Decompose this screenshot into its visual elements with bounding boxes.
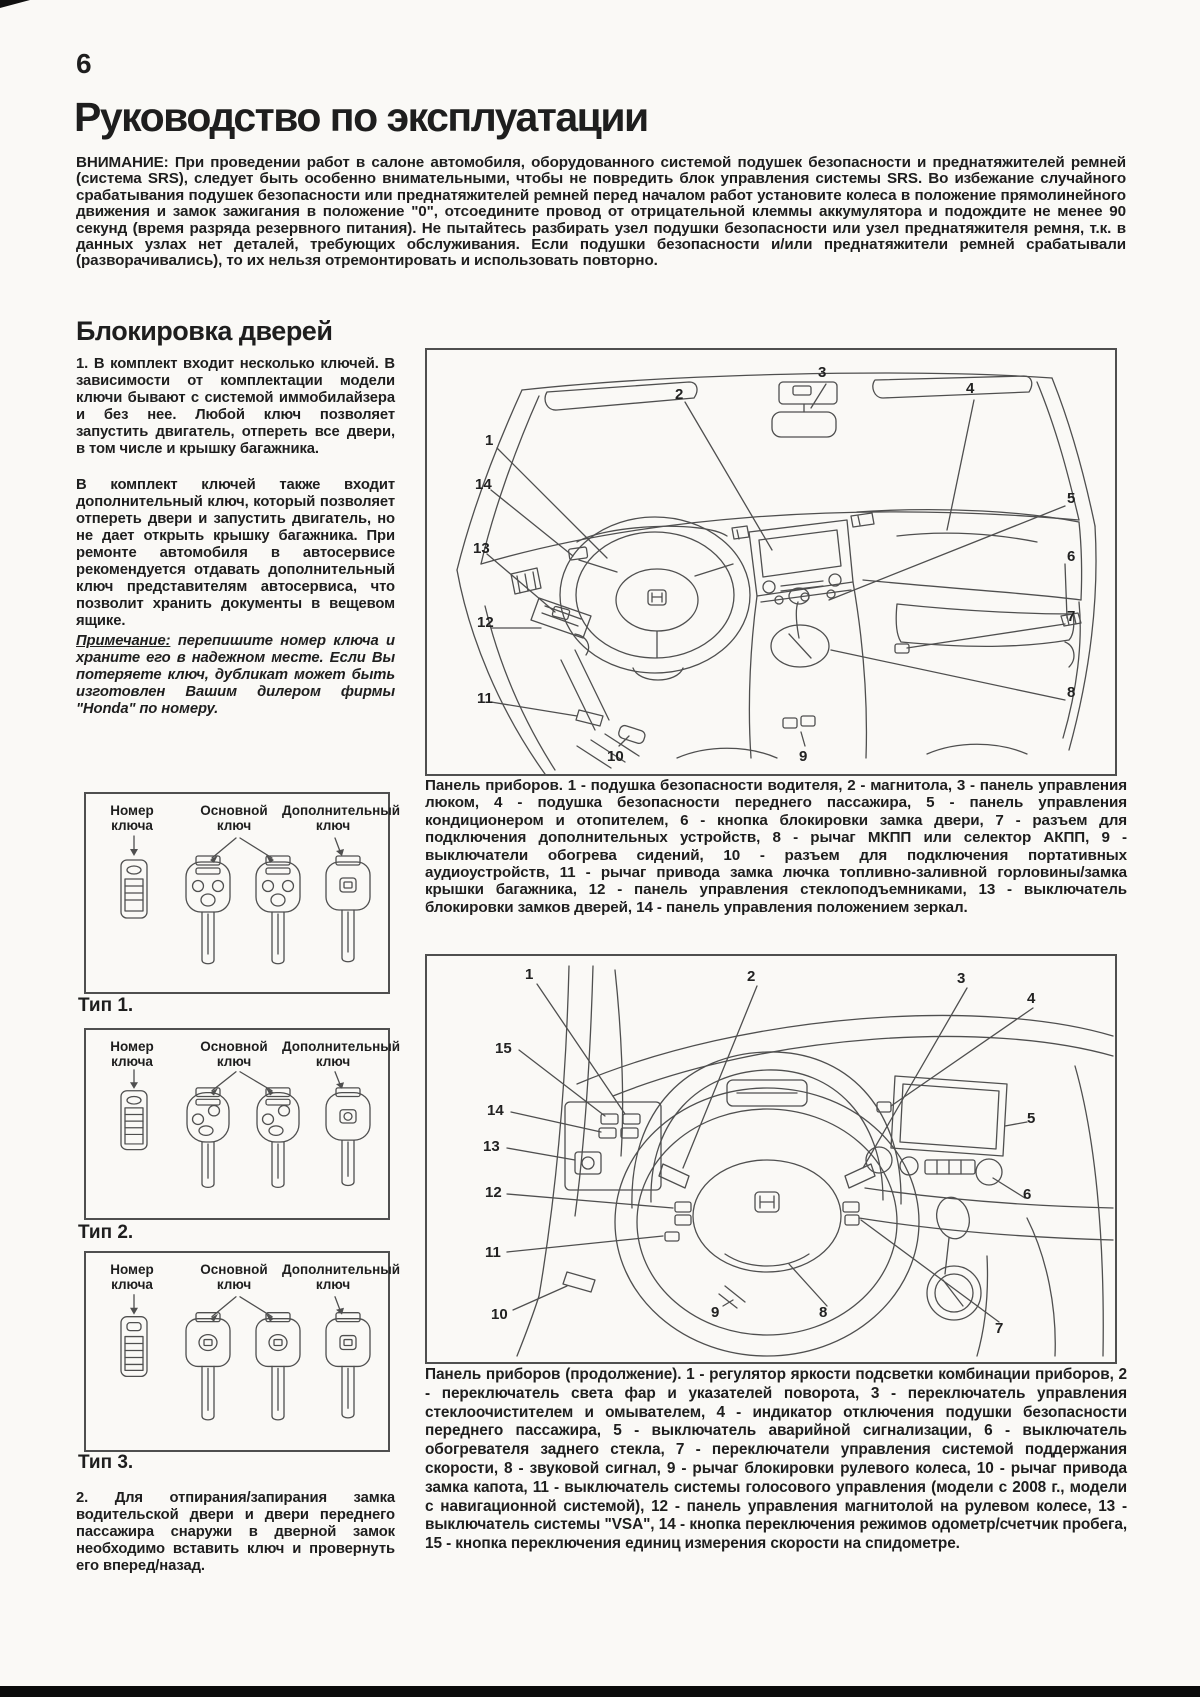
callout-2: 2 <box>675 386 684 403</box>
key-number-label: Номер ключа <box>110 1262 154 1292</box>
callout-6: 6 <box>1023 1186 1032 1203</box>
extra-key-label: Дополнительный ключ <box>282 1262 401 1292</box>
warning-paragraph: ВНИМАНИЕ: При проведении работ в салоне … <box>76 154 1126 270</box>
key-set-illustration-type3 <box>120 1294 371 1421</box>
callout-5: 5 <box>1027 1110 1036 1127</box>
callout-8: 8 <box>819 1304 828 1321</box>
steering-diagram: 1 2 3 4 5 6 7 8 9 10 11 12 13 14 15 <box>425 954 1117 1364</box>
note-paragraph: Примечание: перепишите номер ключа и хра… <box>76 633 395 718</box>
callout-7: 7 <box>995 1320 1004 1337</box>
note-label: Примечание: <box>76 633 171 649</box>
callout-14: 14 <box>475 476 492 493</box>
diagram2-caption: Панель приборов (продолжение). 1 - регул… <box>425 1366 1127 1553</box>
callout-9: 9 <box>799 748 808 765</box>
diagram1-caption: Панель приборов. 1 - подушка безопасност… <box>425 777 1127 916</box>
callout-11: 11 <box>477 690 493 707</box>
callout-15: 15 <box>495 1040 512 1057</box>
callout-9: 9 <box>711 1304 720 1321</box>
paragraph-keys-2: В комплект ключей также входит дополните… <box>76 477 395 629</box>
main-key-label: Основной ключ <box>200 1262 268 1292</box>
section-heading: Блокировка дверей <box>76 316 333 346</box>
callout-12: 12 <box>477 614 494 631</box>
callout-8: 8 <box>1067 684 1076 701</box>
callout-12: 12 <box>485 1184 502 1201</box>
callout-5: 5 <box>1067 490 1076 507</box>
key-set-illustration-type1 <box>120 835 371 965</box>
callout-13: 13 <box>473 540 490 557</box>
key-number-label: Номер ключа <box>110 1039 154 1069</box>
callout-1: 1 <box>485 432 494 449</box>
note-body: перепишите номер ключа и храните его в н… <box>76 633 395 717</box>
callout-10: 10 <box>491 1306 508 1323</box>
main-key-label: Основной ключ <box>200 1039 268 1069</box>
callout-3: 3 <box>818 364 827 381</box>
callout-3: 3 <box>957 970 966 987</box>
paragraph-keys-1: 1. В комплект входит несколько ключей. В… <box>76 356 395 457</box>
callout-1: 1 <box>525 966 534 983</box>
steering-wheel-line-art <box>506 965 1114 1357</box>
callout-14: 14 <box>487 1102 504 1119</box>
callout-2: 2 <box>747 968 756 985</box>
callout-11: 11 <box>485 1244 501 1261</box>
main-key-label: Основной ключ <box>200 803 268 833</box>
callout-6: 6 <box>1067 548 1076 565</box>
callout-4: 4 <box>1027 990 1036 1007</box>
key-set-illustration-type2 <box>120 1069 371 1188</box>
dashboard-line-art <box>456 372 1097 774</box>
callout-10: 10 <box>607 748 624 765</box>
scan-bottom-edge <box>0 1686 1200 1697</box>
key-type-3-caption: Тип 3. <box>78 1452 134 1473</box>
paragraph-keys-3: 2. Для отпирания/запирания замка водител… <box>76 1490 395 1574</box>
page-number: 6 <box>76 48 92 79</box>
extra-key-label: Дополнительный ключ <box>282 1039 401 1069</box>
page-title: Руководство по эксплуатации <box>74 94 649 140</box>
callout-4: 4 <box>966 380 975 397</box>
extra-key-label: Дополнительный ключ <box>282 803 401 833</box>
key-figure-type-2: Номер ключа Основной ключ Дополнительный… <box>84 1028 401 1220</box>
key-type-1-caption: Тип 1. <box>78 995 134 1016</box>
key-figure-type-1: Номер ключа Основной ключ Дополнительный… <box>84 792 401 994</box>
scan-corner-mark <box>0 0 30 8</box>
callout-13: 13 <box>483 1138 500 1155</box>
key-type-2-caption: Тип 2. <box>78 1222 134 1243</box>
key-number-label: Номер ключа <box>110 803 154 833</box>
key-figure-type-3: Номер ключа Основной ключ Дополнительный… <box>84 1251 401 1452</box>
dashboard-diagram: 1 2 3 4 5 6 7 8 9 10 11 12 13 14 <box>425 348 1117 776</box>
callout-7: 7 <box>1067 608 1076 625</box>
